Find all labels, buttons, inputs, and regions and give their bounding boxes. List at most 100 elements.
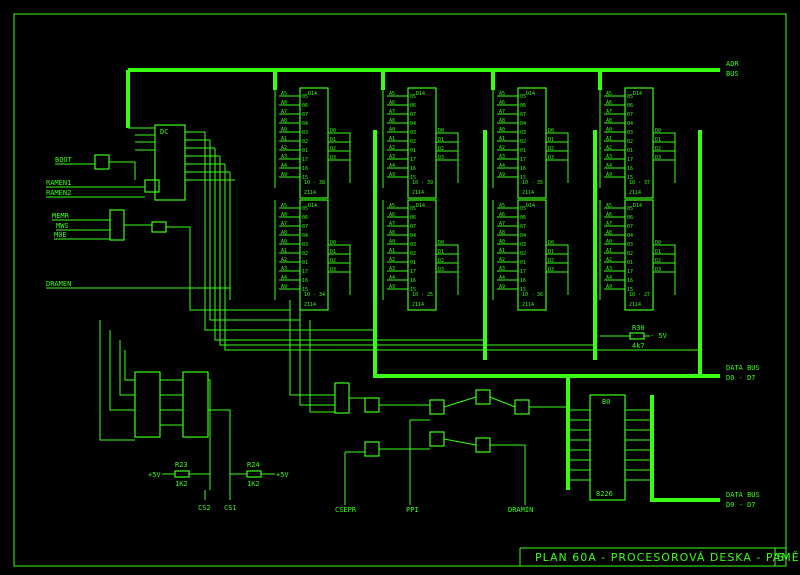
ram-pin-number: 06 xyxy=(520,103,526,109)
ram-pin-number: 06 xyxy=(410,215,416,221)
ram-chip-id: D14 xyxy=(308,203,317,209)
ram-pin-number: 04 xyxy=(302,233,308,239)
ram-data-wire xyxy=(328,271,351,295)
ram-addr-label: A8 xyxy=(281,230,287,236)
ram-addr-label: A7 xyxy=(499,221,505,227)
ram-addr-label: A8 xyxy=(606,118,612,124)
ram-addr-label: A1 xyxy=(389,248,395,254)
ram-pin-number: 07 xyxy=(520,224,526,230)
sheet-number: 5 xyxy=(777,551,785,564)
ram-chip-upper-number: 10 - 36 xyxy=(522,292,543,298)
ram-addr-label: A6 xyxy=(499,212,505,218)
ram-pin-number: 16 xyxy=(627,278,633,284)
ram-addr-label: A8 xyxy=(499,118,505,124)
ram-chip-body xyxy=(407,199,437,311)
ram-addr-label: A0 xyxy=(499,239,505,245)
ram-data-label: D1 xyxy=(330,249,336,255)
ram-data-label: D1 xyxy=(548,249,554,255)
ram-chip-body xyxy=(624,199,654,311)
ram-addr-label: A2 xyxy=(606,145,612,151)
ram-addr-label: A2 xyxy=(389,257,395,263)
ram-addr-label: A3 xyxy=(389,154,395,160)
ram-addr-label: A8 xyxy=(606,230,612,236)
signal-ramen1: RAMEN1 xyxy=(46,179,71,187)
ram-chip-id: D14 xyxy=(526,203,535,209)
ram-addr-label: A7 xyxy=(281,109,287,115)
r23-label: R23 xyxy=(175,461,188,469)
r30-label: R30 xyxy=(632,324,645,332)
ram-pin-number: 02 xyxy=(520,139,526,145)
ram-data-label: D0 xyxy=(438,128,444,134)
ram-pin-number: 01 xyxy=(520,260,526,266)
plus5-right: +5V xyxy=(276,471,289,479)
ram-addr-label: A4 xyxy=(606,275,612,281)
ram-data-label: D2 xyxy=(330,258,336,264)
ram-pin-number: 16 xyxy=(410,278,416,284)
ram-pin-number: 03 xyxy=(410,130,416,136)
ram-pin-number: 07 xyxy=(410,224,416,230)
ram-addr-label: A3 xyxy=(281,266,287,272)
signal-cs2: CS2 xyxy=(198,504,211,512)
ram-addr-label: A5 xyxy=(281,203,287,209)
sheet-border xyxy=(13,13,787,567)
ram-addr-label: A1 xyxy=(606,248,612,254)
data-bus-mid xyxy=(373,130,720,378)
ram-pin-number: 16 xyxy=(520,278,526,284)
ram-pin-number: 05 xyxy=(410,94,416,100)
ram-chip-name: 2114 xyxy=(304,190,316,196)
ram-addr-label: A9 xyxy=(281,284,287,290)
ram-data-label: D3 xyxy=(438,267,444,273)
ram-addr-label: A0 xyxy=(389,239,395,245)
ram-addr-label: A2 xyxy=(281,145,287,151)
ram-chip-name: 2114 xyxy=(304,302,316,308)
ram-pin-number: 01 xyxy=(302,148,308,154)
ram-chip-upper-number: 10 - 35 xyxy=(522,180,543,186)
ram-chip-id: D14 xyxy=(308,91,317,97)
ram-chip-name: 2114 xyxy=(522,190,534,196)
ram-addr-label: A8 xyxy=(499,230,505,236)
ram-chip-name: 2114 xyxy=(629,190,641,196)
ram-chip-upper-number: 10 - 38 xyxy=(304,180,325,186)
ram-pin-number: 04 xyxy=(410,121,416,127)
ram-data-label: D0 xyxy=(438,240,444,246)
ram-chip-body xyxy=(299,199,329,311)
ram-chip-name: 2114 xyxy=(412,302,424,308)
data-bus-mid-label-2: D0 - D7 xyxy=(726,374,756,382)
ram-pin-number: 15 xyxy=(627,175,633,181)
ram-chip-body xyxy=(517,199,547,311)
ram-pin-number: 02 xyxy=(627,251,633,257)
ram-addr-label: A4 xyxy=(606,163,612,169)
ram-addr-label: A5 xyxy=(499,203,505,209)
adr-bus-label-1: ADR xyxy=(726,60,739,68)
ram-data-wire xyxy=(436,159,459,183)
ram-pin-number: 15 xyxy=(410,287,416,293)
ram-pin-number: 16 xyxy=(627,166,633,172)
buffer-id: B0 xyxy=(602,398,610,406)
ram-chip-id: D14 xyxy=(526,91,535,97)
ram-addr-label: A6 xyxy=(499,100,505,106)
ram-addr-label: A4 xyxy=(281,275,287,281)
ram-addr-label: A3 xyxy=(499,154,505,160)
ram-data-label: D3 xyxy=(330,267,336,273)
ram-addr-label: A5 xyxy=(389,203,395,209)
ram-pin-number: 07 xyxy=(302,112,308,118)
signal-ppi: PPI xyxy=(406,506,419,514)
r24-label: R24 xyxy=(247,461,260,469)
ram-pin-number: 03 xyxy=(302,130,308,136)
ram-addr-label: A7 xyxy=(606,109,612,115)
ram-addr-label: A7 xyxy=(499,109,505,115)
buffer-pins xyxy=(568,409,652,481)
ram-pin-number: 06 xyxy=(410,103,416,109)
ram-pin-number: 16 xyxy=(410,166,416,172)
ram-pin-number: 04 xyxy=(520,233,526,239)
ram-data-label: D1 xyxy=(330,137,336,143)
ram-data-label: D2 xyxy=(655,258,661,264)
ram-pin-number: 06 xyxy=(520,215,526,221)
r30-value: 4k7 xyxy=(632,342,645,350)
plus5-left: +5V xyxy=(148,471,161,479)
ram-pin-number: 01 xyxy=(302,260,308,266)
ram-chip-name: 2114 xyxy=(522,302,534,308)
gate-wires xyxy=(99,320,231,490)
ram-pin-number: 17 xyxy=(627,157,633,163)
ram-data-label: D0 xyxy=(330,240,336,246)
